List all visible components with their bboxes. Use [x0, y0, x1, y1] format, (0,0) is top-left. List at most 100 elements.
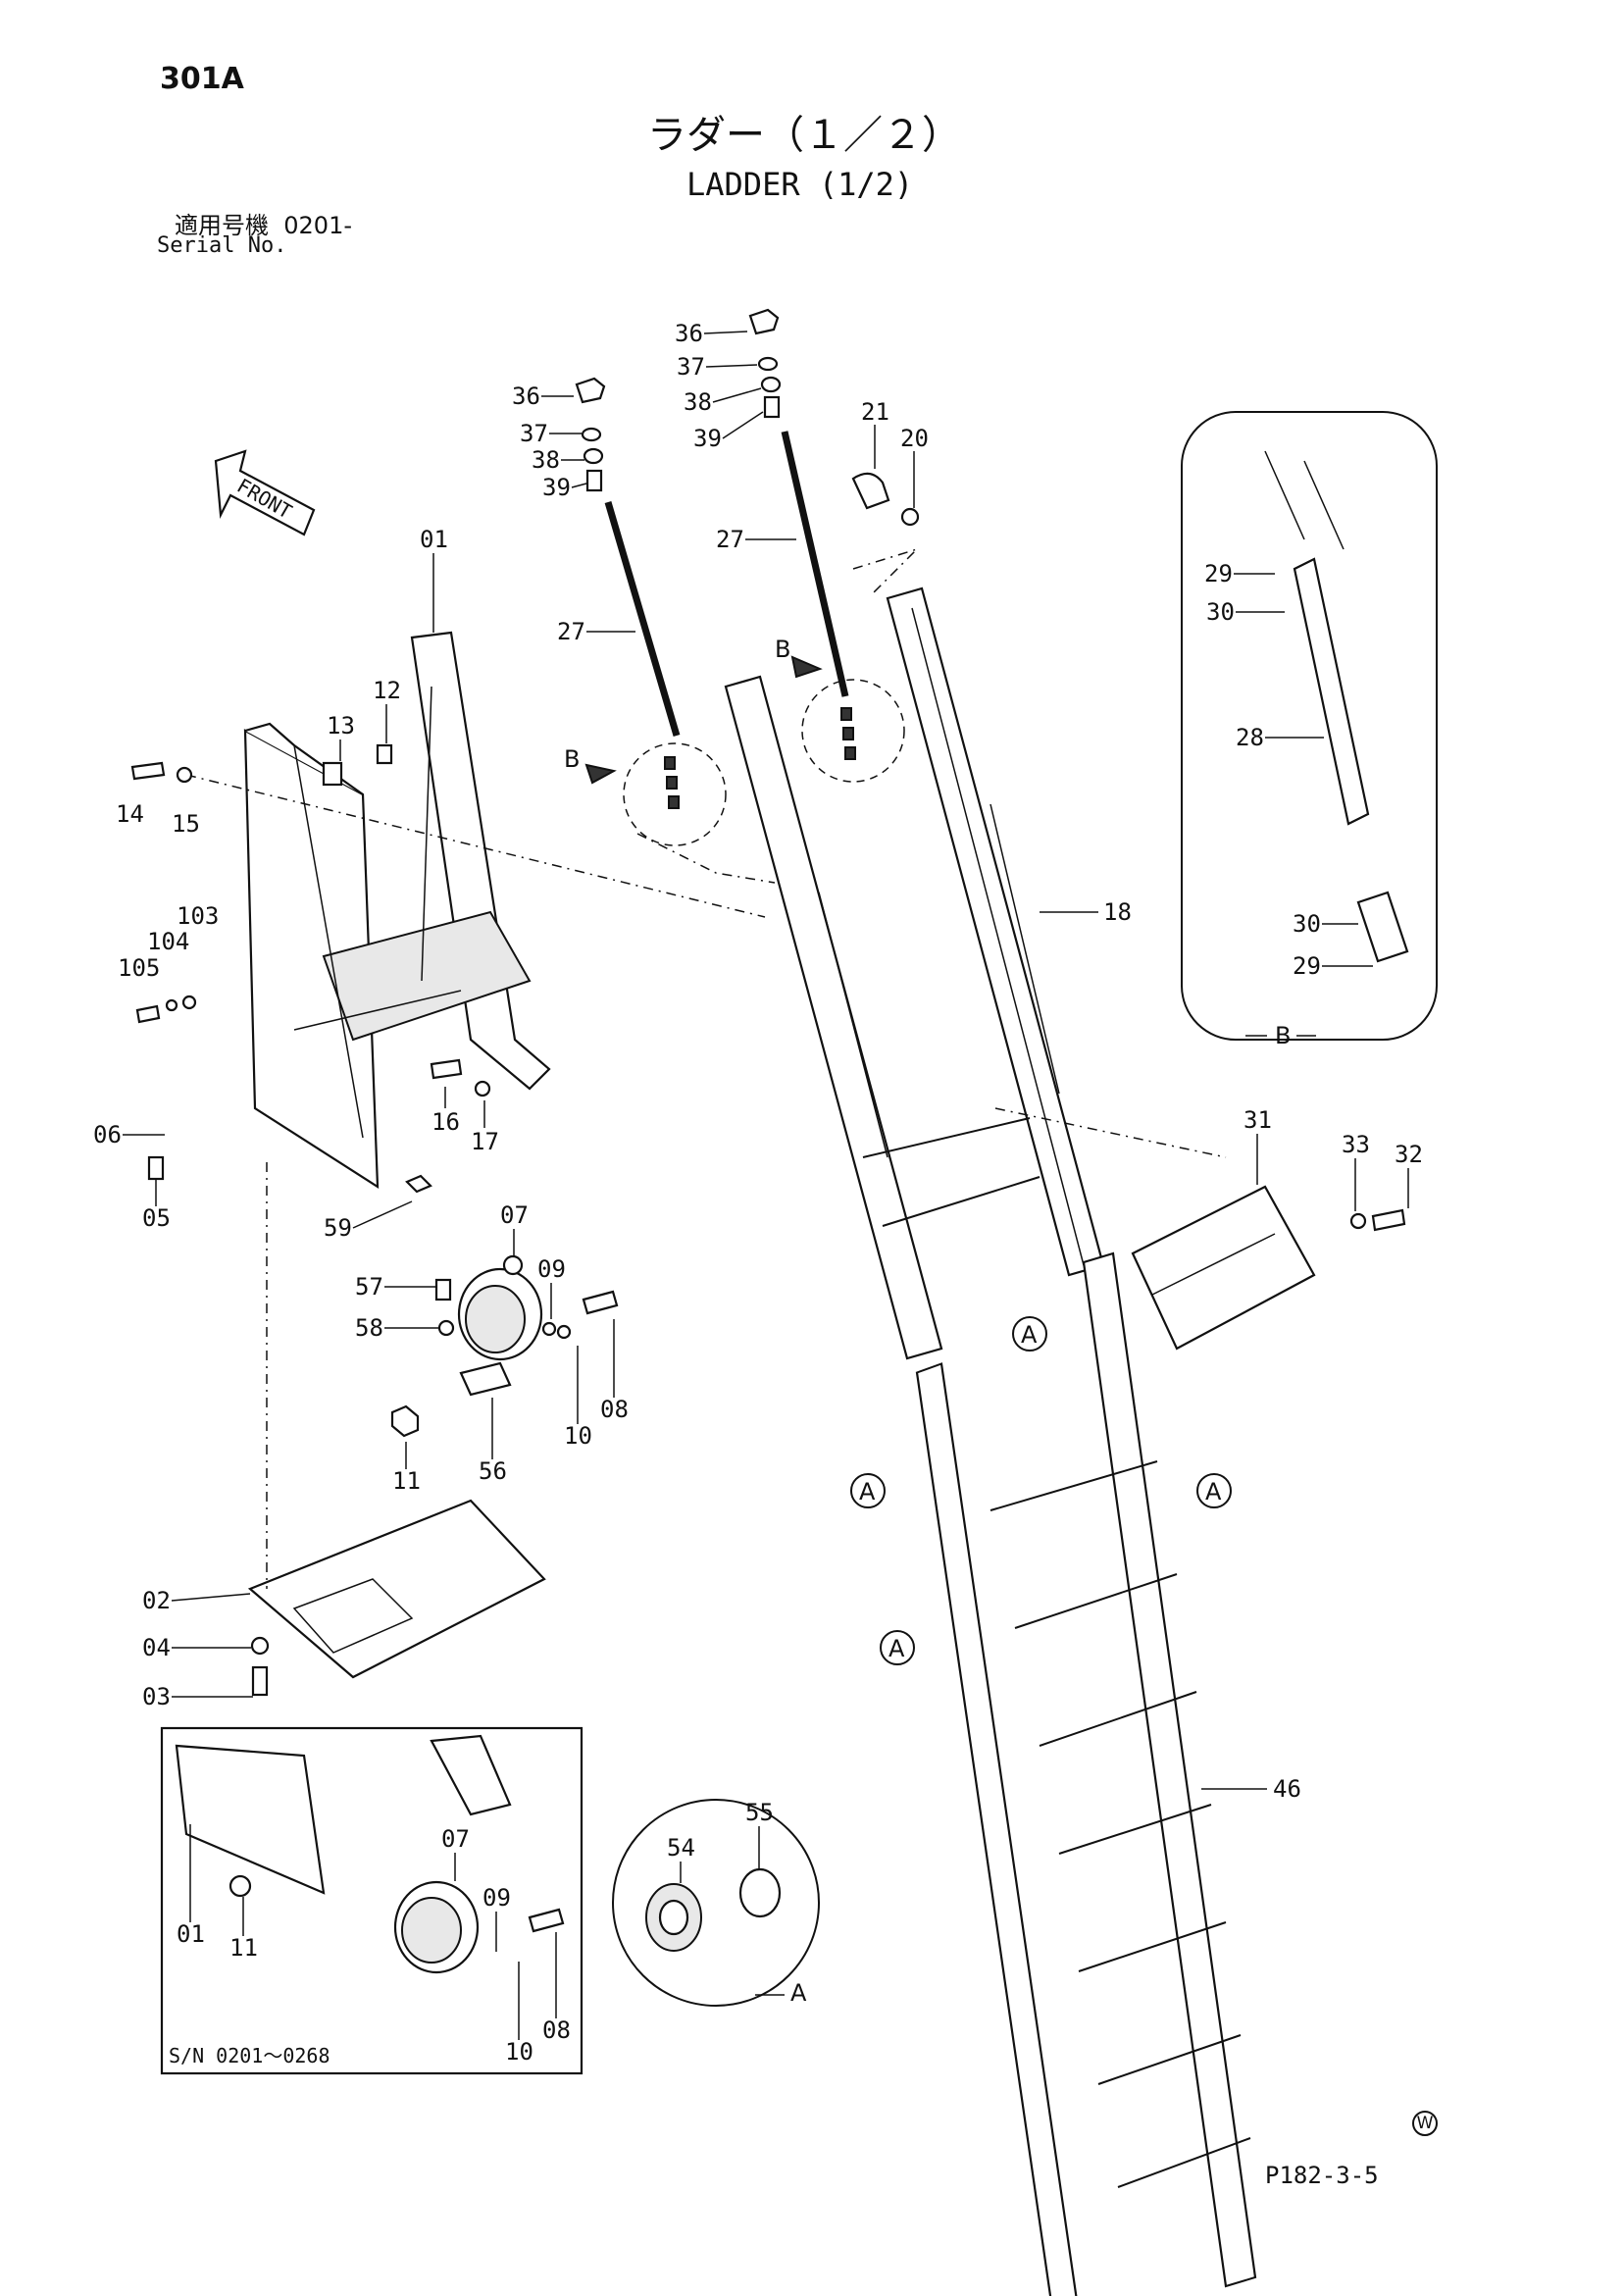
- callout-a-3: A: [1196, 1473, 1232, 1508]
- detail-b-part-labels: 29 30 28 30 29: [1204, 560, 1373, 980]
- part-28: 28: [1236, 724, 1264, 751]
- part-32: 32: [1395, 1141, 1423, 1168]
- serial-range: 0201-: [283, 212, 353, 239]
- washer-04: [250, 1636, 270, 1656]
- part-27: 27: [557, 618, 585, 645]
- part-05: 05: [142, 1204, 171, 1232]
- callout-a-2: A: [850, 1473, 886, 1508]
- part-36: 36: [675, 320, 703, 347]
- part-38: 38: [684, 388, 712, 416]
- detail-a-label: A: [790, 1979, 807, 2007]
- inset-part-labels: 07 09 01 11 08 10: [177, 1824, 571, 2066]
- part-21: 21: [861, 398, 889, 426]
- inset-serial-note: S/N 0201～0268: [169, 2044, 330, 2067]
- inset-part-08: 08: [542, 2016, 571, 2044]
- inset-part-01: 01: [177, 1920, 205, 1948]
- watermark-w: W: [1412, 2111, 1438, 2136]
- page-title-japanese: ラダー（１／２）: [647, 113, 961, 158]
- part-29: 29: [1204, 560, 1233, 587]
- bolt-32: [1371, 1208, 1406, 1232]
- part-20: 20: [900, 425, 929, 452]
- bolt-03: [251, 1665, 269, 1697]
- part-30: 30: [1206, 598, 1235, 626]
- part-06: 06: [93, 1121, 122, 1148]
- part-57: 57: [355, 1273, 383, 1301]
- part-37: 37: [677, 353, 705, 381]
- part-13: 13: [327, 712, 355, 740]
- main-ladder-46: [915, 1251, 1257, 2296]
- part-104: 104: [147, 928, 189, 955]
- page-title-english: LADDER (1/2): [686, 166, 914, 203]
- serial-label-jp-text: 適用号機: [175, 212, 269, 239]
- inset-part-11: 11: [229, 1934, 258, 1962]
- part-16: 16: [431, 1108, 460, 1136]
- part-58: 58: [355, 1314, 383, 1342]
- part-38: 38: [532, 446, 560, 474]
- part-54: 54: [667, 1834, 695, 1862]
- part-17: 17: [471, 1128, 499, 1155]
- washer-20: [900, 507, 920, 527]
- part-labels: 36 37 38 39 27 36 37 38 39 27 21 20 01 1…: [93, 320, 1423, 1803]
- serial-label-japanese: 適用号機 0201-: [175, 214, 352, 237]
- part-39: 39: [693, 425, 722, 452]
- callout-b-right: B: [775, 636, 790, 663]
- part-59: 59: [324, 1214, 352, 1242]
- inset-part-07: 07: [441, 1825, 470, 1853]
- inset-part-09: 09: [482, 1884, 511, 1912]
- part-14: 14: [116, 800, 144, 828]
- svg-text:A: A: [888, 1635, 905, 1662]
- base-plate-02: [247, 1499, 546, 1679]
- part-09: 09: [537, 1255, 566, 1283]
- page-code: P182-3-5: [1265, 2162, 1379, 2189]
- frame-assembly: [243, 631, 551, 1190]
- part-15: 15: [172, 810, 200, 838]
- part-07: 07: [500, 1201, 529, 1229]
- part-36: 36: [512, 383, 540, 410]
- plug-21: [851, 472, 890, 510]
- callout-b-left: B: [564, 745, 580, 773]
- motor-unit: [457, 1254, 619, 1397]
- svg-text:A: A: [1021, 1321, 1038, 1349]
- part-08: 08: [600, 1396, 629, 1423]
- svg-text:A: A: [859, 1478, 876, 1505]
- washer-33: [1349, 1212, 1367, 1230]
- serial-label-english: Serial No.: [157, 233, 287, 258]
- part-37: 37: [520, 420, 548, 447]
- part-18: 18: [1103, 898, 1132, 926]
- detail-a-part-labels: 54 55: [667, 1799, 774, 1883]
- part-30: 30: [1293, 910, 1321, 938]
- part-11: 11: [392, 1467, 421, 1495]
- rod-assembly-left: [575, 377, 727, 846]
- detail-b-box: B: [1181, 411, 1438, 1049]
- part-04: 04: [142, 1634, 171, 1661]
- part-55: 55: [745, 1799, 774, 1826]
- front-direction-arrow: FRONT: [214, 449, 316, 536]
- callout-a-1: A: [1012, 1316, 1047, 1352]
- part-56: 56: [479, 1457, 507, 1485]
- part-03: 03: [142, 1683, 171, 1710]
- sheet-id: 301A: [160, 62, 244, 96]
- part-31: 31: [1243, 1106, 1272, 1134]
- part-29: 29: [1293, 952, 1321, 980]
- part-103: 103: [177, 902, 219, 930]
- part-33: 33: [1342, 1131, 1370, 1158]
- detail-a-circle: A: [612, 1799, 820, 2007]
- part-46: 46: [1273, 1775, 1301, 1803]
- part-105: 105: [118, 954, 160, 982]
- front-arrow-label: FRONT: [233, 474, 296, 524]
- part-39: 39: [542, 474, 571, 501]
- ladder-rails: [724, 587, 1105, 1360]
- cover-31: [1131, 1185, 1316, 1351]
- part-02: 02: [142, 1587, 171, 1614]
- svg-text:A: A: [1205, 1478, 1222, 1505]
- detail-b-label: B: [1275, 1022, 1291, 1049]
- rod-assembly-right: [748, 308, 905, 783]
- part-27: 27: [716, 526, 744, 553]
- part-10: 10: [564, 1422, 592, 1450]
- callout-a-4: A: [880, 1630, 915, 1665]
- part-01: 01: [420, 526, 448, 553]
- inset-part-10: 10: [505, 2038, 533, 2066]
- inset-box: S/N 0201～0268: [160, 1726, 584, 2075]
- part-12: 12: [373, 677, 401, 704]
